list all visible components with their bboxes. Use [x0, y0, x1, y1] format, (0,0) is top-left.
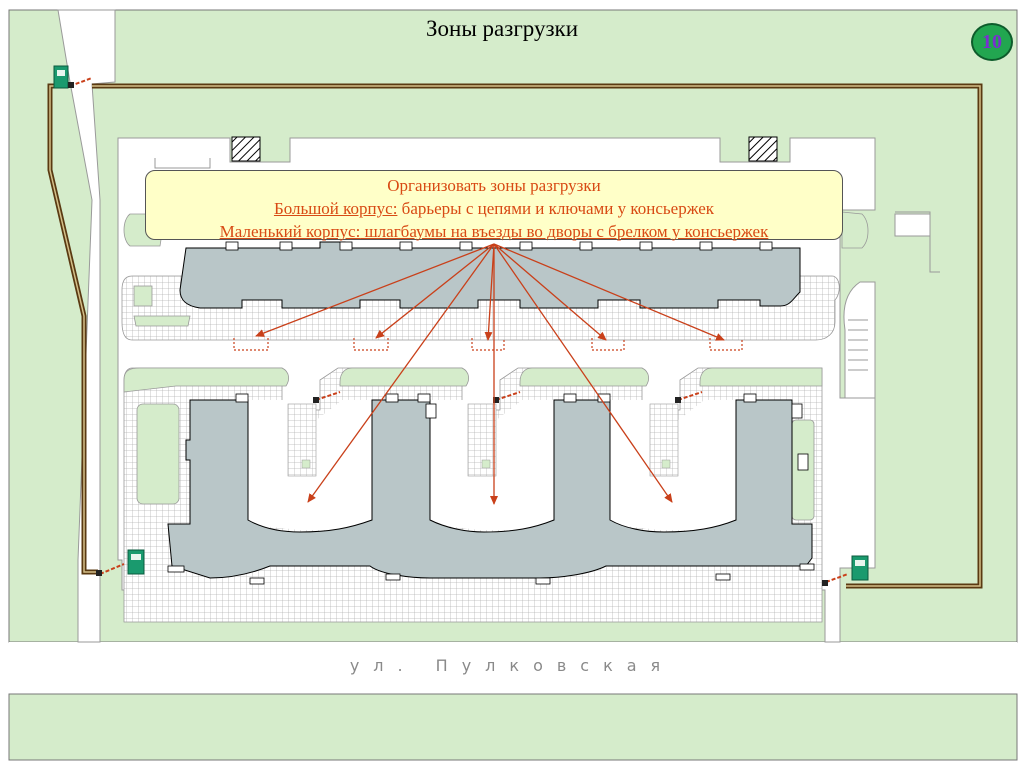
parking-lines-right — [895, 211, 940, 273]
callout-small-building-label: Маленький корпус: — [219, 222, 361, 241]
callout-line-2: Большой корпус: барьеры с цепями и ключа… — [146, 197, 842, 220]
plaza-lawn-left — [133, 285, 153, 307]
unloading-zone-marker — [353, 338, 389, 351]
callout-large-building-label: Большой корпус: — [273, 199, 398, 218]
lawn-patch-left — [136, 403, 180, 505]
unloading-zone-markers — [233, 338, 743, 351]
lawn-strip-3 — [519, 367, 650, 387]
barrier-gate-icon — [493, 391, 521, 403]
unloading-zone-marker — [591, 338, 625, 351]
parking-right — [894, 213, 931, 237]
lawn-strip-2 — [339, 367, 470, 387]
page-title: Зоны разгрузки — [425, 16, 579, 41]
unloading-zone-marker — [471, 338, 505, 351]
hatched-structure-left — [231, 136, 261, 162]
hatched-structure-right — [748, 136, 778, 162]
guard-booth-icon — [822, 555, 869, 586]
stair-markers — [167, 393, 815, 585]
barrier-gate-icon — [313, 391, 341, 403]
callout-line-1: Организовать зоны разгрузки — [387, 176, 601, 195]
lawn-blob-right — [841, 211, 869, 249]
small-building — [179, 241, 801, 309]
bottom-lawn — [8, 693, 1018, 761]
courtyard-lawn-1 — [301, 459, 311, 469]
courtyard-lawn-2 — [481, 459, 491, 469]
guard-booth-icon — [53, 65, 93, 89]
unloading-zone-marker — [233, 338, 269, 351]
lawn-strip-4 — [699, 367, 823, 387]
small-building-entrances — [225, 241, 773, 251]
callout-box: Организовать зоны разгрузки Большой корп… — [145, 170, 843, 243]
unloading-arrows — [255, 243, 725, 505]
lawn-strip-1 — [123, 367, 290, 393]
callout-line-3: Маленький корпус: шлагбаумы на въезды во… — [146, 220, 842, 243]
unloading-zone-marker — [709, 338, 743, 351]
parking-lines-left — [154, 158, 211, 169]
plaza-lawn-curve — [133, 315, 191, 327]
barrier-gate-icon — [675, 391, 703, 403]
large-building — [167, 399, 813, 579]
slide-number-badge: 10 — [971, 23, 1013, 61]
guard-booth-icon — [96, 549, 145, 576]
callout-small-building-text: шлагбаумы на въезды во дворы с брелком у… — [360, 222, 769, 241]
perimeter-fence-left-inner — [49, 85, 98, 573]
courtyard-lawn-3 — [661, 459, 671, 469]
perimeter-fence-inner — [92, 85, 981, 587]
parking-stalls-right — [848, 319, 868, 371]
street-label: ул. Пулковская — [349, 656, 675, 675]
callout-large-building-text: барьеры с цепями и ключами у консьержек — [397, 199, 715, 218]
street-band — [9, 642, 1017, 694]
